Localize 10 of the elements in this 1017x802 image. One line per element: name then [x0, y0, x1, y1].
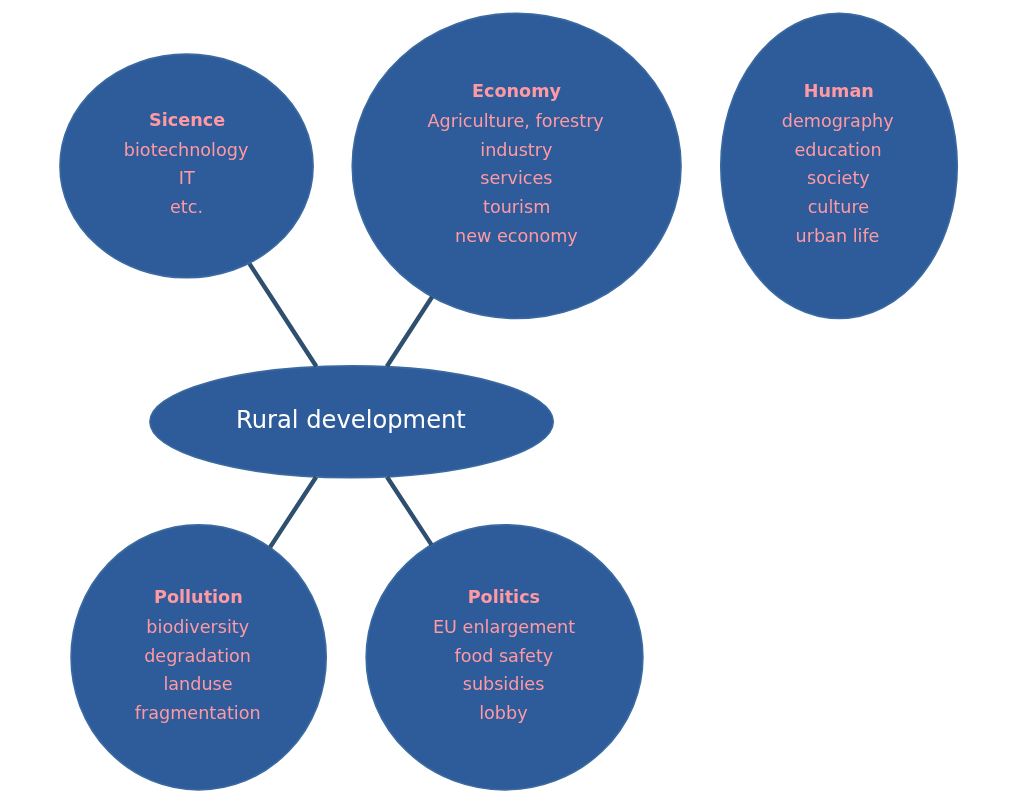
node-ellipse: Rural development: [149, 364, 555, 478]
connector: [385, 475, 434, 546]
connector: [384, 295, 434, 368]
connector: [247, 261, 319, 368]
node-circle: Politics EU enlargement food safety subsidies lobby: [365, 523, 644, 791]
node-ellipse: Sicence biotechnology IT etc.: [59, 52, 314, 279]
node-circle: Economy Agriculture, forestry industry services tourism new economy: [351, 11, 682, 319]
node-circle: Pollution biodiversity degradation landuse fragmentation: [70, 523, 328, 791]
node-ellipse: Human demography education society culture urban life: [719, 11, 959, 319]
connector: [268, 475, 318, 548]
